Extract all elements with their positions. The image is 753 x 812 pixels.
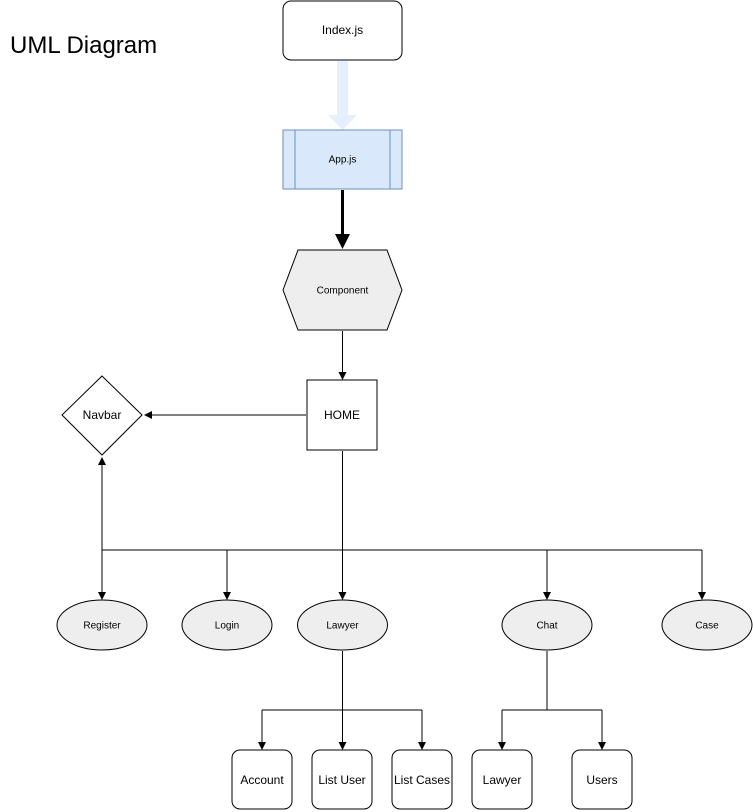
list-cases-label: List Cases <box>394 773 450 787</box>
index-js-label: Index.js <box>322 23 363 37</box>
app-js-label: App.js <box>329 155 357 166</box>
home-label: HOME <box>324 408 360 422</box>
chat-lawyer-node[interactable]: Lawyer <box>471 749 533 810</box>
chat-lawyer-label: Lawyer <box>483 773 522 787</box>
app-js-node[interactable]: App.js <box>282 129 403 190</box>
app-to-component-arrow <box>335 190 350 249</box>
list-user-label: List User <box>318 773 365 787</box>
diagram-title: UML Diagram <box>10 32 157 59</box>
login-label: Login <box>215 621 239 632</box>
home-branch-connectors <box>98 451 706 600</box>
navbar-node[interactable]: Navbar <box>61 375 143 456</box>
case-label: Case <box>695 621 719 632</box>
lawyer-node[interactable]: Lawyer <box>297 599 388 651</box>
lawyer-branch-connectors <box>258 651 426 750</box>
home-to-navbar-arrow <box>144 411 306 419</box>
component-node[interactable]: Component <box>282 249 403 331</box>
home-node[interactable]: HOME <box>306 379 378 451</box>
register-node[interactable]: Register <box>56 599 148 651</box>
users-label: Users <box>586 773 617 787</box>
users-node[interactable]: Users <box>571 749 633 810</box>
chat-label: Chat <box>536 621 557 632</box>
component-label: Component <box>317 286 369 297</box>
component-to-home-arrow <box>338 331 347 380</box>
account-label: Account <box>240 773 284 787</box>
index-to-app-arrow <box>328 61 357 130</box>
login-node[interactable]: Login <box>181 599 273 651</box>
case-node[interactable]: Case <box>661 599 753 651</box>
list-user-node[interactable]: List User <box>311 749 373 810</box>
chat-node[interactable]: Chat <box>501 599 593 651</box>
index-js-node[interactable]: Index.js <box>282 0 403 61</box>
account-node[interactable]: Account <box>231 749 293 810</box>
lawyer-label: Lawyer <box>326 621 359 632</box>
register-label: Register <box>83 621 121 632</box>
chat-branch-connectors <box>498 651 606 750</box>
navbar-label: Navbar <box>83 408 122 422</box>
list-cases-node[interactable]: List Cases <box>391 749 453 810</box>
